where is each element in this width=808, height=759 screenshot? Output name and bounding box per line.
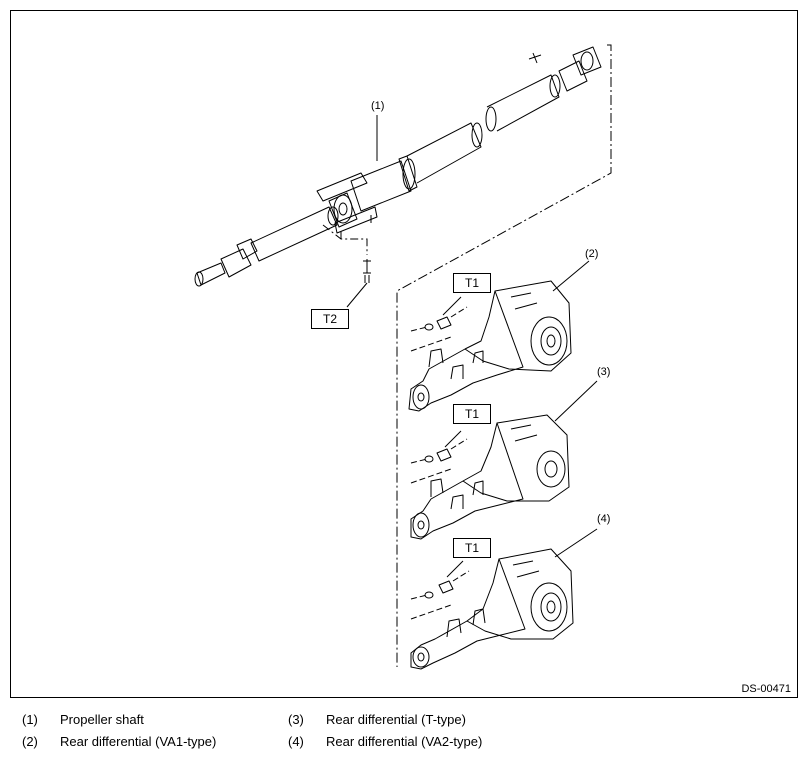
exploded-view-drawing (194, 44, 612, 670)
legend-num: (2) (22, 734, 38, 749)
rear-differential-va1 (408, 280, 572, 412)
propeller-shaft (194, 46, 602, 287)
torque-label-t1-va2: T1 (453, 538, 491, 558)
callout-4: (4) (597, 513, 611, 525)
callout-1: (1) (371, 100, 385, 112)
legend-num: (3) (288, 712, 304, 727)
legend-row: (2) Rear differential (VA1-type) (4) Rea… (22, 734, 802, 750)
center-bearing-bolt (322, 224, 371, 308)
legend-text: Rear differential (T-type) (326, 712, 466, 727)
figure-frame: (1) (2) (3) (4) T2 T1 T1 T1 DS-00471 (10, 10, 798, 698)
callout-3-leader (554, 380, 598, 422)
rear-differential-t (410, 414, 570, 540)
legend-row: (1) Propeller shaft (3) Rear differentia… (22, 712, 802, 728)
torque-label-t1-t: T1 (453, 404, 491, 424)
assembly-link-line (396, 44, 612, 667)
figure-code: DS-00471 (741, 683, 791, 695)
rear-differential-va2 (410, 548, 574, 670)
torque-label-t2: T2 (311, 309, 349, 329)
torque-label-t1-va1: T1 (453, 273, 491, 293)
legend-text: Rear differential (VA1-type) (60, 734, 217, 749)
callout-4-leader (554, 528, 598, 558)
legend-num: (4) (288, 734, 304, 749)
callout-2: (2) (585, 248, 599, 260)
legend-num: (1) (22, 712, 38, 727)
legend-text: Propeller shaft (60, 712, 144, 727)
legend-text: Rear differential (VA2-type) (326, 734, 483, 749)
callout-2-leader (552, 260, 590, 292)
callout-3: (3) (597, 366, 611, 378)
